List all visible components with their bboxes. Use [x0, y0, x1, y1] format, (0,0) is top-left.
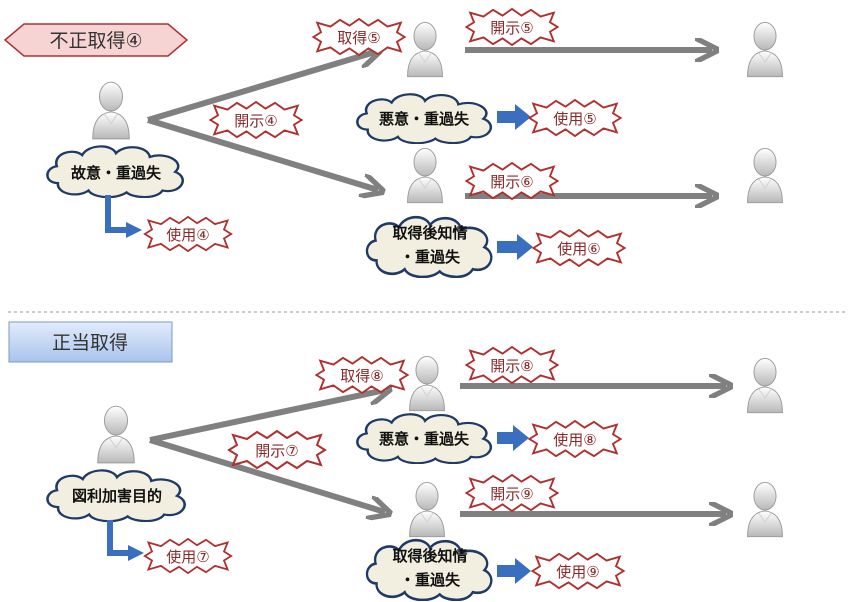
top-upper-use-star: 使用⑤ — [528, 99, 622, 137]
top-lower-cloud-line1: 取得後知情 — [392, 224, 467, 242]
top-upper-disclose-star: 開示⑤ — [465, 8, 559, 46]
bottom-upper-disclose-star: 開示⑧ — [465, 346, 559, 384]
top-upper-disclose-label: 開示⑤ — [490, 19, 533, 37]
top-upper-use-label: 使用⑤ — [553, 110, 596, 128]
top-source-use-star: 使用④ — [143, 216, 233, 252]
top-banner-label: 不正取得④ — [49, 30, 142, 52]
bottom-source-cloud: 図利加害目的 — [46, 469, 186, 522]
top-lower-use-star: 使用⑥ — [532, 229, 626, 267]
bottom-upper-cloud: 悪意・重過失 — [356, 413, 493, 464]
bottom-lower-person-icon — [409, 481, 445, 538]
bottom-arrow-to-lower — [149, 437, 385, 512]
top-lower-disclose-label: 開示⑥ — [490, 173, 533, 191]
top-upper-use-arrow — [497, 104, 531, 130]
bottom-lower-cloud-line2: ・重過失 — [400, 571, 461, 589]
top-arrow-to-lower — [147, 117, 378, 190]
bottom-upper-acquire-star: 取得⑧ — [315, 356, 409, 394]
top-source-use-label: 使用④ — [166, 226, 209, 244]
top-upper-acquire-star: 取得⑤ — [312, 18, 406, 56]
bottom-source-person-icon — [97, 405, 135, 464]
bottom-lower-cloud: 取得後知情 ・重過失 — [365, 538, 493, 601]
bottom-upper-use-arrow — [497, 425, 529, 451]
bottom-source-use-label: 使用⑦ — [166, 548, 209, 566]
bottom-lower-disclose-star: 開示⑨ — [465, 474, 559, 512]
bottom-upper-cloud-label: 悪意・重過失 — [379, 430, 470, 448]
bottom-section: 正当取得 図利加害目的 使用⑦ 開示⑦ 取得⑧ — [8, 321, 783, 601]
top-source-cloud: 故意・重過失 — [46, 145, 185, 198]
top-arrow-to-upper — [147, 52, 375, 123]
bottom-upper-acquire-label: 取得⑧ — [340, 367, 383, 385]
top-lower-cloud-line2: ・重過失 — [400, 248, 461, 266]
bottom-source-use-star: 使用⑦ — [143, 538, 233, 574]
bottom-upper-use-label: 使用⑧ — [553, 431, 596, 449]
top-lower-use-arrow — [497, 234, 533, 260]
top-lower-use-label: 使用⑥ — [557, 240, 600, 258]
bottom-upper-end-person-icon — [747, 357, 783, 414]
bottom-disclose-star: 開示⑦ — [227, 430, 327, 470]
top-upper-cloud-label: 悪意・重過失 — [379, 110, 470, 128]
bottom-upper-disclose-label: 開示⑧ — [490, 357, 533, 375]
bottom-upper-use-star: 使用⑧ — [528, 420, 622, 458]
bottom-upper-person-icon — [409, 355, 445, 412]
bottom-source-cloud-label: 図利加害目的 — [72, 487, 162, 505]
bottom-disclose-label: 開示⑦ — [255, 442, 298, 460]
bottom-lower-use-star: 使用⑨ — [531, 552, 625, 590]
top-upper-end-person-icon — [747, 21, 783, 78]
bottom-lower-use-arrow — [497, 558, 531, 584]
top-source-person-icon — [92, 81, 130, 140]
top-upper-person-icon — [407, 21, 443, 78]
bottom-banner: 正当取得 — [8, 321, 173, 363]
bottom-source-use-arrow — [107, 520, 130, 556]
bottom-lower-use-label: 使用⑨ — [556, 563, 599, 581]
top-lower-person-icon — [407, 147, 443, 204]
top-banner: 不正取得④ — [3, 23, 189, 57]
bottom-lower-end-person-icon — [747, 481, 783, 538]
top-source-cloud-label: 故意・重過失 — [71, 164, 162, 182]
top-section: 不正取得④ 故意・重過失 使用④ 開示④ 取得 — [3, 8, 783, 278]
bottom-lower-disclose-label: 開示⑨ — [490, 485, 533, 503]
top-disclose-label: 開示④ — [234, 112, 277, 130]
top-upper-cloud: 悪意・重過失 — [356, 93, 493, 144]
top-disclose-star: 開示④ — [209, 101, 303, 139]
top-lower-cloud: 取得後知情 ・重過失 — [365, 215, 493, 278]
top-lower-disclose-star: 開示⑥ — [465, 162, 559, 200]
top-lower-end-person-icon — [747, 147, 783, 204]
top-source-use-arrow — [105, 195, 128, 233]
bottom-banner-label: 正当取得 — [52, 332, 128, 354]
top-upper-acquire-label: 取得⑤ — [337, 29, 380, 47]
bottom-arrow-to-upper — [149, 390, 385, 443]
bottom-lower-cloud-line1: 取得後知情 — [392, 547, 467, 565]
